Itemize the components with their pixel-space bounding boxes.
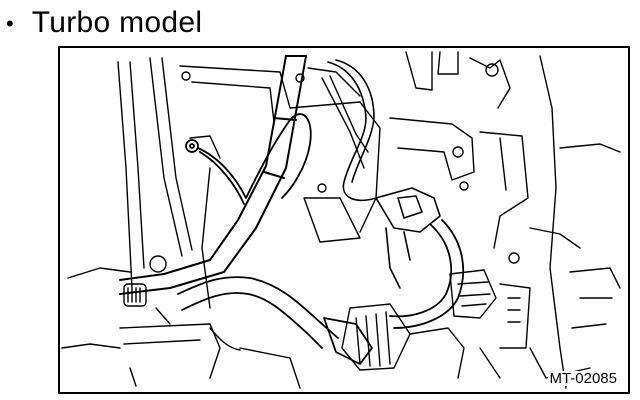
- engine-bay-illustration: [61, 51, 621, 389]
- right-structure: [389, 51, 621, 389]
- lower-hoses: [177, 219, 465, 365]
- connector-cluster: [341, 269, 531, 379]
- bullet-icon: •: [6, 11, 14, 36]
- bottom-left-details: [119, 307, 301, 389]
- section-heading: • Turbo model: [6, 4, 202, 42]
- pipe-end-knob: [123, 255, 167, 307]
- ground-wire: [185, 113, 312, 205]
- wire-harness-center: [327, 59, 441, 289]
- figure-frame: MT-02085: [58, 46, 630, 394]
- figure-code: MT-02085: [548, 370, 618, 387]
- engine-block: [179, 65, 381, 243]
- section-title: Turbo model: [31, 6, 203, 39]
- left-frame-lines: [61, 57, 211, 349]
- main-pipe: [119, 55, 307, 295]
